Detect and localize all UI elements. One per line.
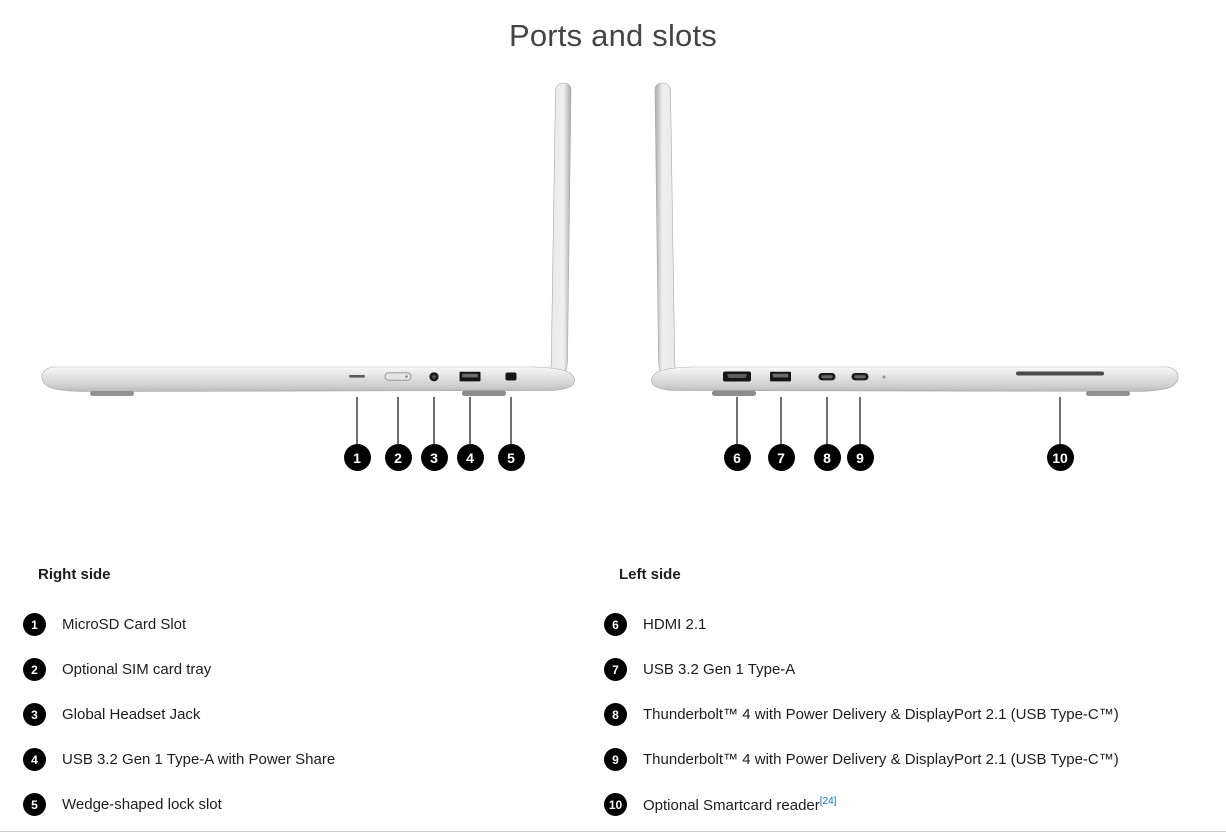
- callout-lines: [356, 397, 1061, 444]
- callout-badge-3: 3: [420, 444, 448, 471]
- legend-item: 6 HDMI 2.1: [604, 602, 1214, 647]
- callout-badge-5: 5: [497, 444, 525, 471]
- rubber-foot: [462, 390, 506, 396]
- bottom-divider: [0, 831, 1226, 832]
- headset-jack-graphic: [429, 372, 439, 382]
- page-title: Ports and slots: [508, 18, 718, 53]
- left-side-laptop-illustration: [651, 82, 1179, 396]
- callout-badge-6: 6: [723, 444, 751, 471]
- legend-item: 4 USB 3.2 Gen 1 Type-A with Power Share: [23, 737, 583, 782]
- rubber-foot: [90, 391, 134, 396]
- legend-item: 1 MicroSD Card Slot: [23, 602, 583, 647]
- sim-tray-graphic: [384, 372, 412, 381]
- legend-item-number: 7: [604, 658, 627, 681]
- laptop-side-views-illustration: [41, 82, 1179, 444]
- microsd-slot-graphic: [349, 375, 365, 378]
- legend-item-number: 4: [23, 748, 46, 771]
- legend-item-label: Thunderbolt™ 4 with Power Delivery & Dis…: [643, 751, 1119, 768]
- legend-left-items: 6 HDMI 2.1 7 USB 3.2 Gen 1 Type-A 8 Thun…: [604, 602, 1214, 827]
- legend-heading-right: Right side: [38, 566, 111, 583]
- usb-c-port-graphic: [818, 373, 836, 381]
- callout-badge-8: 8: [813, 444, 841, 471]
- legend-item-number: 10: [604, 793, 627, 816]
- legend-item-label: Optional Smartcard reader[24]: [643, 796, 836, 814]
- legend-item-label: HDMI 2.1: [643, 616, 707, 633]
- legend-left-side: Left side 6 HDMI 2.1 7 USB 3.2 Gen 1 Typ…: [604, 566, 1214, 827]
- laptop-base: [41, 366, 575, 392]
- legend-item: 8 Thunderbolt™ 4 with Power Delivery & D…: [604, 692, 1214, 737]
- callout-badge-9: 9: [846, 444, 874, 471]
- legend-item-number: 2: [23, 658, 46, 681]
- lock-slot-graphic: [505, 372, 517, 381]
- legend-item: 7 USB 3.2 Gen 1 Type-A: [604, 647, 1214, 692]
- usb-c-port-graphic: [851, 373, 869, 381]
- legend-item-number: 6: [604, 613, 627, 636]
- laptop-screen: [654, 82, 680, 387]
- legend-item-label: Optional SIM card tray: [62, 661, 212, 678]
- legend-item: 10 Optional Smartcard reader[24]: [604, 782, 1214, 827]
- usb-a-port-graphic: [770, 371, 791, 382]
- callout-badge-4: 4: [456, 444, 484, 471]
- legend-right-side: Right side 1 MicroSD Card Slot 2 Optiona…: [23, 566, 583, 827]
- legend-item: 9 Thunderbolt™ 4 with Power Delivery & D…: [604, 737, 1214, 782]
- legend-item: 2 Optional SIM card tray: [23, 647, 583, 692]
- status-led-graphic: [882, 375, 886, 379]
- legend-item-number: 9: [604, 748, 627, 771]
- right-side-laptop-illustration: [41, 82, 575, 396]
- rubber-foot: [712, 390, 756, 396]
- legend-item-label-text: Optional Smartcard reader: [643, 796, 820, 814]
- legend-item-label: USB 3.2 Gen 1 Type-A with Power Share: [62, 751, 336, 768]
- legend-item: 5 Wedge-shaped lock slot: [23, 782, 583, 827]
- ports-diagram: 1 2 3 4 5 6 7 8 9 10: [41, 82, 1179, 471]
- footnote-link-24[interactable]: [24]: [819, 795, 837, 807]
- rubber-foot: [1086, 391, 1130, 396]
- callout-badge-2: 2: [384, 444, 412, 471]
- smartcard-reader-slit-graphic: [1016, 371, 1104, 376]
- usb-a-port-graphic: [459, 371, 481, 382]
- callout-badge-7: 7: [767, 444, 795, 471]
- legend-right-items: 1 MicroSD Card Slot 2 Optional SIM card …: [23, 602, 583, 827]
- legend-item-number: 1: [23, 613, 46, 636]
- legend-item-label: Wedge-shaped lock slot: [62, 796, 222, 813]
- legend-item: 3 Global Headset Jack: [23, 692, 583, 737]
- legend-item-label: Global Headset Jack: [62, 706, 201, 723]
- legend-heading-left: Left side: [619, 566, 681, 583]
- legend-item-label: MicroSD Card Slot: [62, 616, 187, 633]
- hdmi-port-graphic: [723, 371, 751, 382]
- legend-item-number: 8: [604, 703, 627, 726]
- laptop-screen: [546, 82, 572, 387]
- callout-badge-10: 10: [1046, 444, 1074, 471]
- legend-item-number: 3: [23, 703, 46, 726]
- legend-item-label: USB 3.2 Gen 1 Type-A: [643, 661, 796, 678]
- legend-item-label: Thunderbolt™ 4 with Power Delivery & Dis…: [643, 706, 1119, 723]
- legend-item-number: 5: [23, 793, 46, 816]
- callout-badge-1: 1: [343, 444, 371, 471]
